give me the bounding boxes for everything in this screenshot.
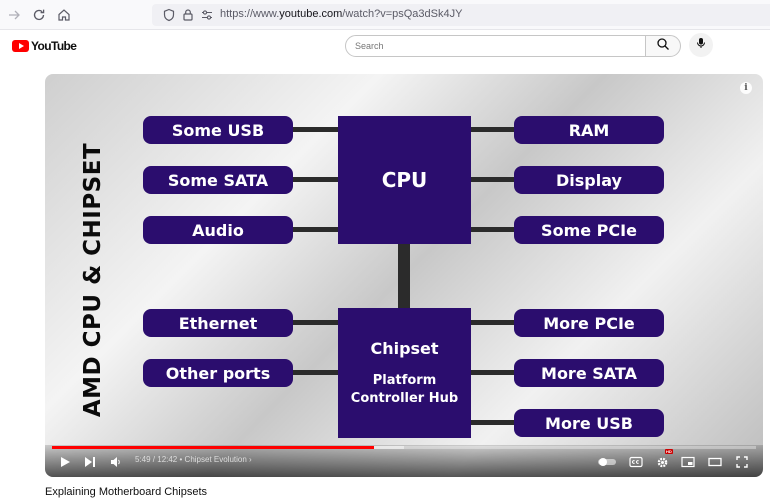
io-label: Some PCIe (541, 220, 637, 240)
play-icon[interactable] (58, 455, 72, 469)
chipset-box: Chipset Platform Controller Hub (338, 308, 471, 438)
connector-line (470, 177, 520, 182)
progress-bar[interactable] (52, 446, 756, 449)
io-box-other-ports: Other ports (143, 359, 293, 387)
io-label: Other ports (165, 363, 271, 383)
connector-line (290, 127, 340, 132)
youtube-header: YouTube (0, 30, 770, 66)
shield-icon[interactable] (161, 7, 177, 23)
search-button[interactable] (645, 35, 681, 57)
io-box-more-usb: More USB (514, 409, 664, 437)
url-domain: youtube.com (279, 8, 343, 20)
io-box-display: Display (514, 166, 664, 194)
voice-search-button[interactable] (689, 33, 713, 57)
time-separator: • (179, 455, 183, 464)
youtube-play-icon (12, 40, 29, 52)
subtitles-icon[interactable] (628, 455, 644, 469)
miniplayer-icon[interactable] (680, 455, 696, 469)
search-input[interactable] (345, 35, 646, 57)
autoplay-toggle[interactable] (597, 455, 617, 469)
info-icon[interactable]: i (740, 82, 752, 94)
io-box-ram: RAM (514, 116, 664, 144)
io-label: Ethernet (178, 313, 258, 333)
chipset-subtitle-line: Platform (372, 372, 437, 388)
io-label: More USB (545, 413, 633, 433)
chipset-label: Chipset (370, 338, 439, 358)
url-path: /watch?v=psQa3dSk4JY (342, 8, 463, 20)
io-label: Some SATA (167, 170, 269, 190)
connector-line (470, 127, 520, 132)
io-label: RAM (568, 120, 610, 140)
settings-gear-icon[interactable] (654, 455, 670, 469)
time-display: 5:49 / 12:42 • Chipset Evolution › (135, 455, 252, 464)
time-current-duration: 5:49 / 12:42 (135, 455, 178, 464)
io-box-audio: Audio (143, 216, 293, 244)
io-label: Audio (192, 220, 244, 240)
io-box-more-pcie: More PCIe (514, 309, 664, 337)
connector-line (290, 227, 340, 232)
search-icon (656, 37, 670, 56)
io-label: More SATA (541, 363, 637, 383)
progress-played (52, 446, 375, 449)
permissions-icon[interactable] (199, 7, 215, 23)
connector-line (470, 227, 520, 232)
cpu-label: CPU (381, 168, 428, 192)
reload-icon[interactable] (31, 7, 47, 23)
logo-text: YouTube (31, 39, 77, 53)
youtube-logo[interactable]: YouTube (12, 39, 77, 53)
connector-line (290, 320, 340, 325)
url-prefix: https://www. (220, 8, 280, 20)
lock-icon[interactable] (180, 7, 196, 23)
url-bar[interactable]: https://www.youtube.com/watch?v=psQa3dSk… (152, 4, 770, 26)
player-controls: 5:49 / 12:42 • Chipset Evolution › HD (45, 445, 763, 477)
theater-mode-icon[interactable] (707, 455, 723, 469)
io-label: Display (556, 170, 622, 190)
io-box-some-sata: Some SATA (143, 166, 293, 194)
chapter-title[interactable]: Chipset Evolution (184, 455, 247, 464)
volume-icon[interactable] (109, 455, 123, 469)
connector-line (470, 420, 520, 425)
cpu-box: CPU (338, 116, 471, 244)
hd-badge: HD (665, 449, 673, 454)
microphone-icon (695, 36, 707, 54)
io-label: More PCIe (543, 313, 635, 333)
connector-line (290, 370, 340, 375)
io-box-some-pcie: Some PCIe (514, 216, 664, 244)
io-box-some-usb: Some USB (143, 116, 293, 144)
next-icon[interactable] (83, 455, 97, 469)
io-label: Some USB (171, 120, 265, 140)
url-text[interactable]: https://www.youtube.com/watch?v=psQa3dSk… (220, 8, 462, 20)
cpu-chipset-link (398, 244, 410, 309)
io-box-more-sata: More SATA (514, 359, 664, 387)
chipset-subtitle-line: Controller Hub (350, 390, 459, 406)
connector-line (290, 177, 340, 182)
browser-toolbar: https://www.youtube.com/watch?v=psQa3dSk… (0, 0, 770, 30)
fullscreen-icon[interactable] (734, 455, 750, 469)
home-icon[interactable] (56, 7, 72, 23)
slide-vertical-title: AMD CPU & CHIPSET (80, 142, 106, 418)
connector-line (470, 320, 520, 325)
video-player[interactable]: AMD CPU & CHIPSET CPU Chipset Platform C… (45, 74, 763, 477)
io-box-ethernet: Ethernet (143, 309, 293, 337)
connector-line (470, 370, 520, 375)
chevron-right-icon[interactable]: › (249, 455, 252, 464)
video-title: Explaining Motherboard Chipsets (45, 486, 208, 498)
back-arrow-icon[interactable] (6, 7, 22, 23)
